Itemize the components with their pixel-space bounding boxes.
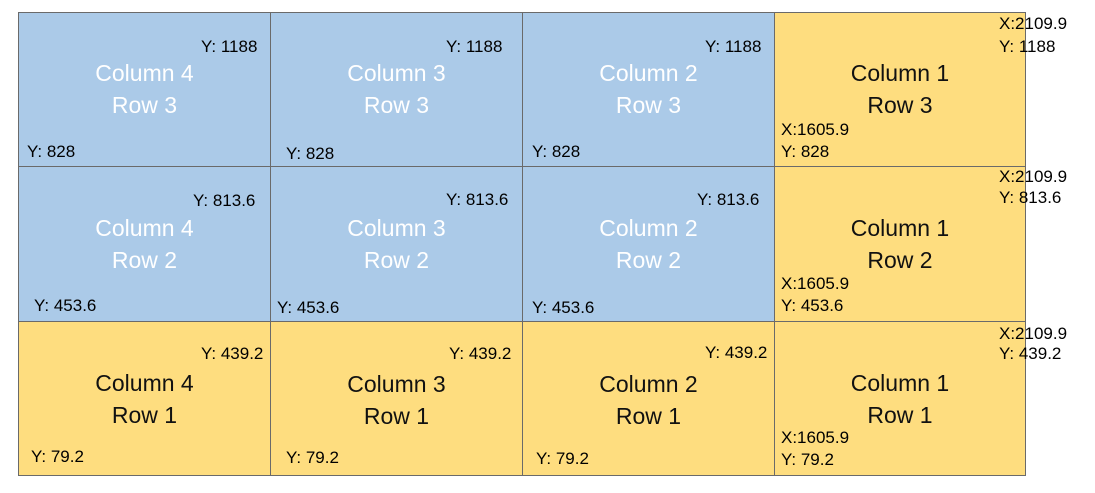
row-label: Row 3 (363, 92, 430, 118)
row-label: Row 2 (867, 247, 933, 273)
cell-column-3-row-3: Column 3 Row 3 Y: 1188 Y: 828 (270, 12, 523, 167)
row-label: Row 3 (615, 92, 682, 118)
cell-title: Column 3 Row 1 (271, 368, 522, 432)
column-label: Column 4 (95, 60, 194, 86)
cell-title: Column 1 Row 2 (775, 212, 1025, 276)
y-top-label: Y: 439.2 (201, 344, 264, 363)
row-label: Row 1 (111, 402, 178, 428)
x-bottom-label: X:1605.9 (781, 428, 850, 447)
cell-title: Column 4 Row 3 (19, 57, 270, 121)
column-label: Column 1 (850, 370, 950, 396)
y-top-label: Y: 813.6 (446, 190, 509, 209)
y-bottom-label: Y: 453.6 (34, 296, 97, 315)
cell-title: Column 2 Row 2 (523, 212, 774, 276)
cell-title: Column 3 Row 3 (271, 57, 522, 121)
cell-column-3-row-1: Column 3 Row 1 Y: 439.2 Y: 79.2 (270, 321, 523, 476)
cell-column-1-row-2: Column 1 Row 2 X:1605.9 Y: 453.6 (774, 166, 1026, 322)
cell-column-2-row-2: Column 2 Row 2 Y: 813.6 Y: 453.6 (522, 166, 775, 322)
y-top-label: Y: 1188 (201, 37, 258, 56)
column-label: Column 4 (95, 215, 194, 241)
cell-title: Column 4 Row 1 (19, 367, 270, 431)
y-top-label: Y: 1188 (446, 37, 503, 56)
y-top-label: Y: 439.2 (449, 344, 512, 363)
x-bottom-label: X:1605.9 (781, 120, 850, 139)
column-label: Column 1 (850, 215, 950, 241)
cell-column-4-row-2: Column 4 Row 2 Y: 813.6 Y: 453.6 (18, 166, 271, 322)
cell-column-3-row-2: Column 3 Row 2 Y: 813.6 Y: 453.6 (270, 166, 523, 322)
column-label: Column 1 (850, 60, 950, 86)
column-label: Column 3 (347, 60, 446, 86)
y-bottom-label: Y: 828 (286, 144, 335, 163)
row-label: Row 1 (363, 403, 430, 429)
x-top-label-row-1: X:2109.9 (999, 324, 1068, 343)
y-top-label: Y: 813.6 (697, 190, 760, 209)
y-top-label: Y: 1188 (705, 37, 762, 56)
y-bottom-label: Y: 79.2 (286, 448, 339, 467)
y-top-label-row-1: Y: 439.2 (999, 344, 1062, 363)
column-label: Column 2 (599, 371, 698, 397)
y-bottom-label: Y: 828 (781, 142, 830, 161)
x-top-label-row-2: X:2109.9 (999, 167, 1068, 186)
cell-title: Column 1 Row 1 (775, 367, 1025, 431)
y-top-label: Y: 813.6 (193, 191, 256, 210)
y-bottom-label: Y: 828 (27, 142, 76, 161)
row-label: Row 2 (615, 247, 682, 273)
y-bottom-label: Y: 828 (532, 142, 581, 161)
row-label: Row 2 (111, 247, 178, 273)
cell-title: Column 2 Row 1 (523, 368, 774, 432)
y-bottom-label: Y: 79.2 (536, 449, 589, 468)
row-label: Row 1 (867, 402, 933, 428)
column-label: Column 2 (599, 215, 698, 241)
cell-column-2-row-3: Column 2 Row 3 Y: 1188 Y: 828 (522, 12, 775, 167)
cell-column-1-row-1: Column 1 Row 1 X:1605.9 Y: 79.2 (774, 321, 1026, 476)
column-label: Column 3 (347, 371, 446, 397)
y-top-label-row-3: Y: 1188 (999, 37, 1056, 56)
cell-column-2-row-1: Column 2 Row 1 Y: 439.2 Y: 79.2 (522, 321, 775, 476)
cell-title: Column 3 Row 2 (271, 212, 522, 276)
y-top-label-row-2: Y: 813.6 (999, 188, 1062, 207)
y-bottom-label: Y: 453.6 (277, 298, 340, 317)
row-label: Row 2 (363, 247, 430, 273)
y-bottom-label: Y: 453.6 (532, 298, 595, 317)
y-bottom-label: Y: 453.6 (781, 296, 844, 315)
cell-title: Column 1 Row 3 (775, 57, 1025, 121)
cell-column-4-row-1: Column 4 Row 1 Y: 439.2 Y: 79.2 (18, 321, 271, 476)
column-label: Column 2 (599, 60, 698, 86)
x-bottom-label: X:1605.9 (781, 274, 850, 293)
y-top-label: Y: 439.2 (705, 343, 768, 362)
row-label: Row 3 (111, 92, 178, 118)
row-label: Row 1 (615, 403, 682, 429)
cell-title: Column 4 Row 2 (19, 212, 270, 276)
column-label: Column 4 (95, 370, 194, 396)
column-label: Column 3 (347, 215, 446, 241)
y-bottom-label: Y: 79.2 (781, 450, 834, 469)
x-top-label-row-3: X:2109.9 (999, 14, 1068, 33)
cell-title: Column 2 Row 3 (523, 57, 774, 121)
cell-column-4-row-3: Column 4 Row 3 Y: 1188 Y: 828 (18, 12, 271, 167)
y-bottom-label: Y: 79.2 (31, 447, 84, 466)
cell-column-1-row-3: Column 1 Row 3 X:1605.9 Y: 828 (774, 12, 1026, 167)
row-label: Row 3 (867, 92, 933, 118)
